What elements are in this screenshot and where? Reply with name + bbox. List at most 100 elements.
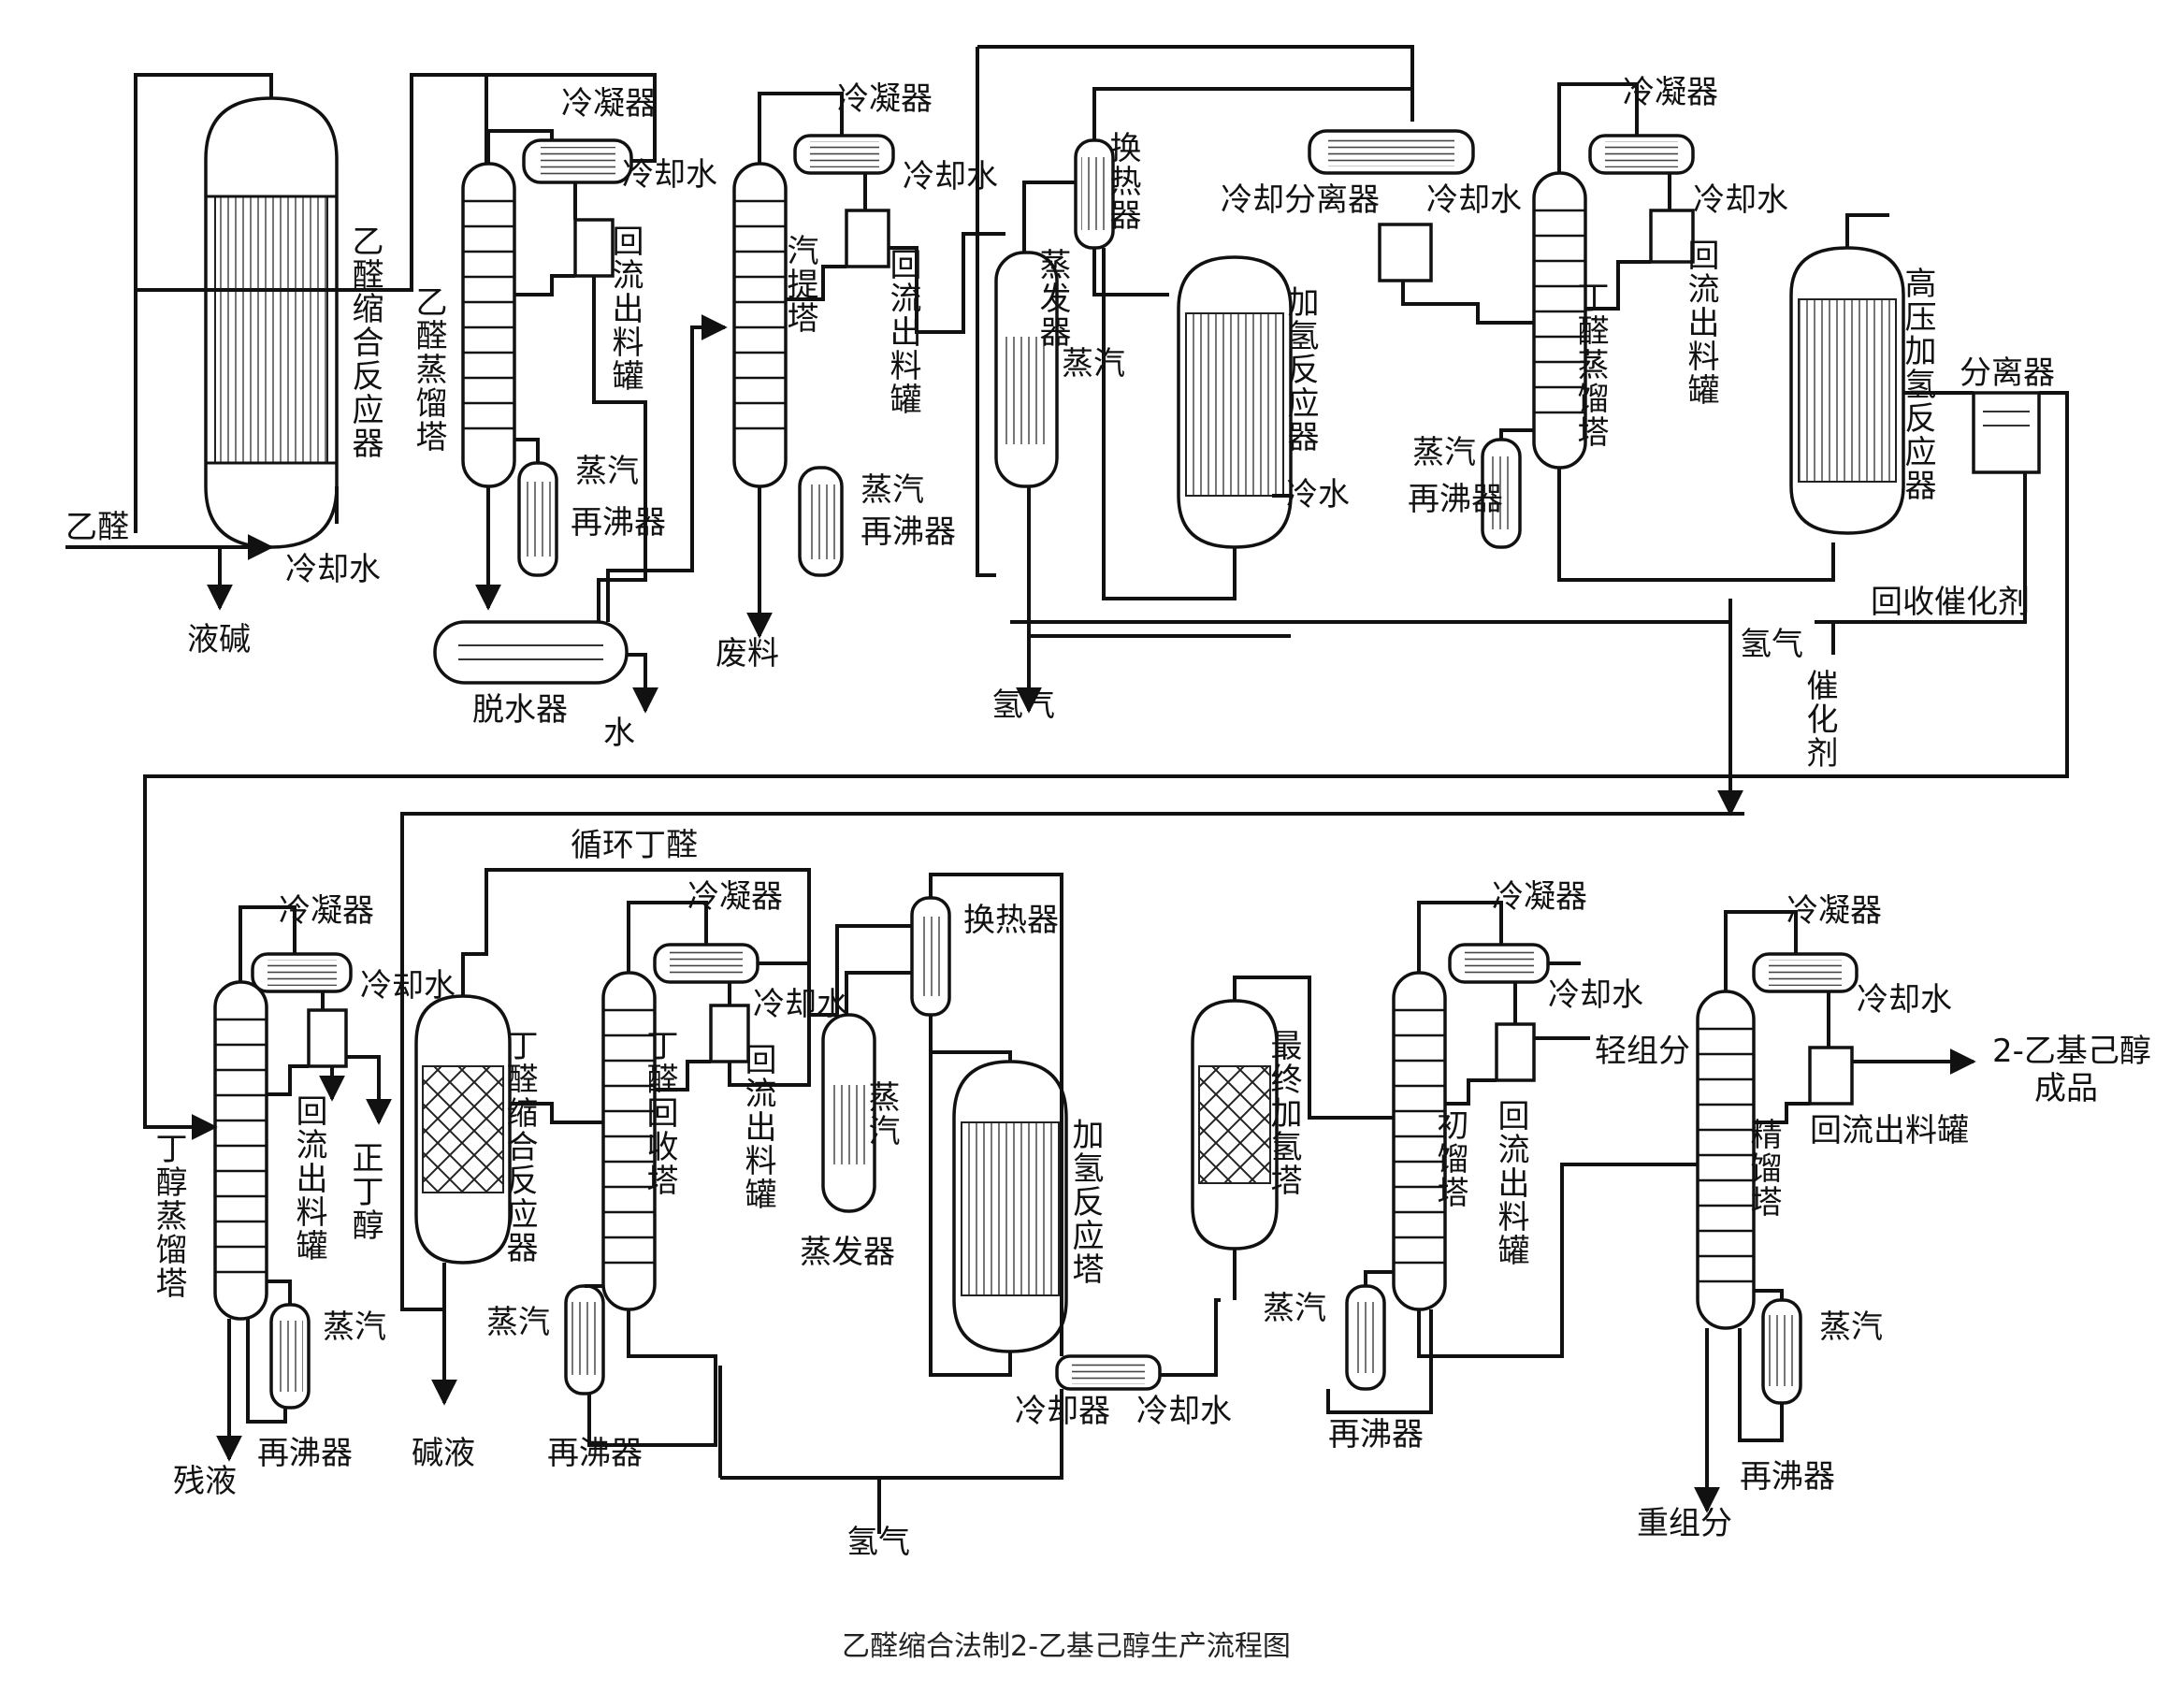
- hydrogenation-tower: [952, 1060, 1068, 1353]
- label-steam-7: 蒸汽: [862, 1080, 900, 1148]
- separator-drum-1: [1378, 223, 1433, 282]
- label-reboiler-5: 再沸器: [547, 1435, 643, 1472]
- butanol-distillation-column: [213, 980, 268, 1321]
- reflux-tank-6: [1495, 1022, 1536, 1082]
- label-refining-column: 精馏塔: [1744, 1118, 1782, 1219]
- label-initial-column: 初馏塔: [1431, 1108, 1468, 1209]
- label-steam-6: 蒸汽: [486, 1304, 550, 1341]
- label-acetaldehyde-column: 乙醛蒸馏塔: [410, 285, 447, 454]
- label-heavy-components: 重组分: [1637, 1505, 1732, 1542]
- label-dehydrator: 脱水器: [472, 691, 568, 729]
- label-condenser-1: 冷凝器: [561, 85, 657, 123]
- label-reflux-tank-4: 回流出料罐: [290, 1094, 327, 1263]
- label-reflux-tank-3: 回流出料罐: [1682, 239, 1719, 407]
- condenser-2: [793, 134, 895, 175]
- label-reflux-tank-1: 回流出料罐: [606, 224, 644, 393]
- label-cooling-water-4: 冷却水: [1426, 181, 1522, 219]
- reflux-tank-7: [1808, 1046, 1854, 1106]
- label-cooling-water-9: 冷却水: [1548, 976, 1643, 1014]
- reboiler-6: [1345, 1284, 1386, 1391]
- label-evaporator-1: 蒸发器: [1034, 248, 1071, 349]
- label-cold-water: 冷水: [1286, 476, 1350, 513]
- label-reboiler-4: 再沸器: [257, 1435, 353, 1472]
- label-alkali-liquid: 碱液: [412, 1435, 475, 1472]
- dehydrator: [433, 620, 629, 685]
- label-evaporator-2: 蒸发器: [800, 1234, 895, 1271]
- label-hydrogen-2: 氢气: [1740, 626, 1803, 663]
- heat-exchanger-1: [1074, 138, 1115, 250]
- label-liquid-alkali: 液碱: [187, 621, 251, 658]
- heat-exchanger-2: [910, 896, 951, 1017]
- label-condenser-7: 冷凝器: [1786, 892, 1882, 930]
- label-product: 2-乙基己醇: [1992, 1033, 2151, 1070]
- label-condenser-2: 冷凝器: [837, 80, 933, 118]
- stripping-column: [732, 162, 788, 488]
- label-n-butanol: 正丁醇: [346, 1141, 383, 1242]
- high-pressure-hydrogenation-reactor: [1789, 246, 1905, 535]
- label-steam-1: 蒸汽: [575, 453, 639, 490]
- label-steam-3: 蒸汽: [1062, 345, 1125, 383]
- label-steam-2: 蒸汽: [861, 471, 924, 509]
- label-reboiler-7: 再沸器: [1740, 1458, 1835, 1496]
- label-heat-exchanger-2: 换热器: [963, 902, 1059, 939]
- reflux-tank-3: [1649, 209, 1695, 264]
- label-condenser-5: 冷凝器: [687, 878, 783, 916]
- condenser-7: [1752, 952, 1859, 993]
- label-final-hydrogenation-tower: 最终加氢塔: [1265, 1029, 1302, 1197]
- label-reboiler-2: 再沸器: [861, 513, 956, 551]
- label-steam-9: 蒸汽: [1819, 1308, 1883, 1346]
- reboiler-7: [1761, 1298, 1802, 1405]
- acetaldehyde-distillation-column: [461, 162, 516, 488]
- label-reflux-tank-6: 回流出料罐: [1492, 1099, 1529, 1267]
- label-reflux-tank-7: 回流出料罐: [1810, 1112, 1969, 1149]
- label-cooling-water-5: 冷却水: [1693, 181, 1788, 219]
- condenser-6: [1448, 943, 1550, 984]
- butyraldehyde-condensation-reactor: [414, 994, 512, 1265]
- label-hydrogenation-tower: 加氢反应塔: [1066, 1118, 1104, 1286]
- reflux-tank-2: [845, 209, 890, 268]
- label-cooling-water-3: 冷却水: [903, 158, 998, 195]
- condenser-1: [522, 138, 633, 184]
- label-waste: 废料: [716, 635, 779, 672]
- label-light-components: 轻组分: [1595, 1033, 1690, 1070]
- label-cooling-water-1: 冷却水: [285, 551, 381, 588]
- label-cooling-water-7: 冷却水: [753, 986, 848, 1023]
- label-steam-5: 蒸汽: [323, 1308, 386, 1346]
- hydrogenation-reactor-1: [1177, 255, 1293, 549]
- label-recycle-butyraldehyde: 循环丁醛: [571, 827, 698, 864]
- label-catalyst: 催化剂: [1801, 669, 1838, 770]
- label-butanol-column: 丁醇蒸馏塔: [150, 1132, 187, 1300]
- label-residue: 残液: [173, 1463, 237, 1500]
- label-stripping-column: 汽提塔: [781, 234, 818, 335]
- reboiler-5: [564, 1284, 605, 1395]
- label-cooling-water-6: 冷却水: [360, 967, 456, 1005]
- label-recovery-column: 丁醛回收塔: [641, 1029, 678, 1197]
- diagram-caption: 乙醛缩合法制2-乙基己醇生产流程图: [842, 1630, 1291, 1663]
- label-acetaldehyde-reactor: 乙醛缩合反应器: [346, 224, 383, 460]
- label-heat-exchanger-1: 换热器: [1104, 131, 1141, 232]
- label-cooling-separator: 冷却分离器: [1221, 181, 1380, 219]
- condenser-5: [653, 943, 759, 984]
- reboiler-2: [798, 466, 844, 577]
- label-steam-4: 蒸汽: [1412, 434, 1476, 471]
- acetaldehyde-condensation-reactor: [204, 96, 339, 549]
- label-butyraldehyde-column: 丁醛蒸馏塔: [1571, 281, 1609, 449]
- reboiler-4: [269, 1303, 311, 1410]
- evaporator-2: [821, 1013, 876, 1213]
- cooling-separator: [1308, 129, 1475, 175]
- final-hydrogenation-tower: [1191, 999, 1279, 1251]
- label-reboiler-6: 再沸器: [1328, 1416, 1424, 1453]
- label-reboiler-3: 再沸器: [1408, 481, 1503, 518]
- reflux-tank-1: [573, 218, 615, 278]
- label-cooling-water-8: 冷却水: [1136, 1393, 1232, 1430]
- label-cooling-water-10: 冷却水: [1857, 981, 1952, 1019]
- label-condenser-6: 冷凝器: [1492, 878, 1587, 916]
- label-reboiler-1: 再沸器: [571, 504, 666, 542]
- reboiler-1: [517, 461, 558, 577]
- label-separator: 分离器: [1960, 354, 2055, 392]
- label-steam-8: 蒸汽: [1263, 1290, 1326, 1327]
- label-hydrogenation-reactor-1: 加氢反应器: [1281, 285, 1319, 454]
- cooler: [1055, 1354, 1162, 1391]
- initial-distillation-column: [1392, 971, 1447, 1311]
